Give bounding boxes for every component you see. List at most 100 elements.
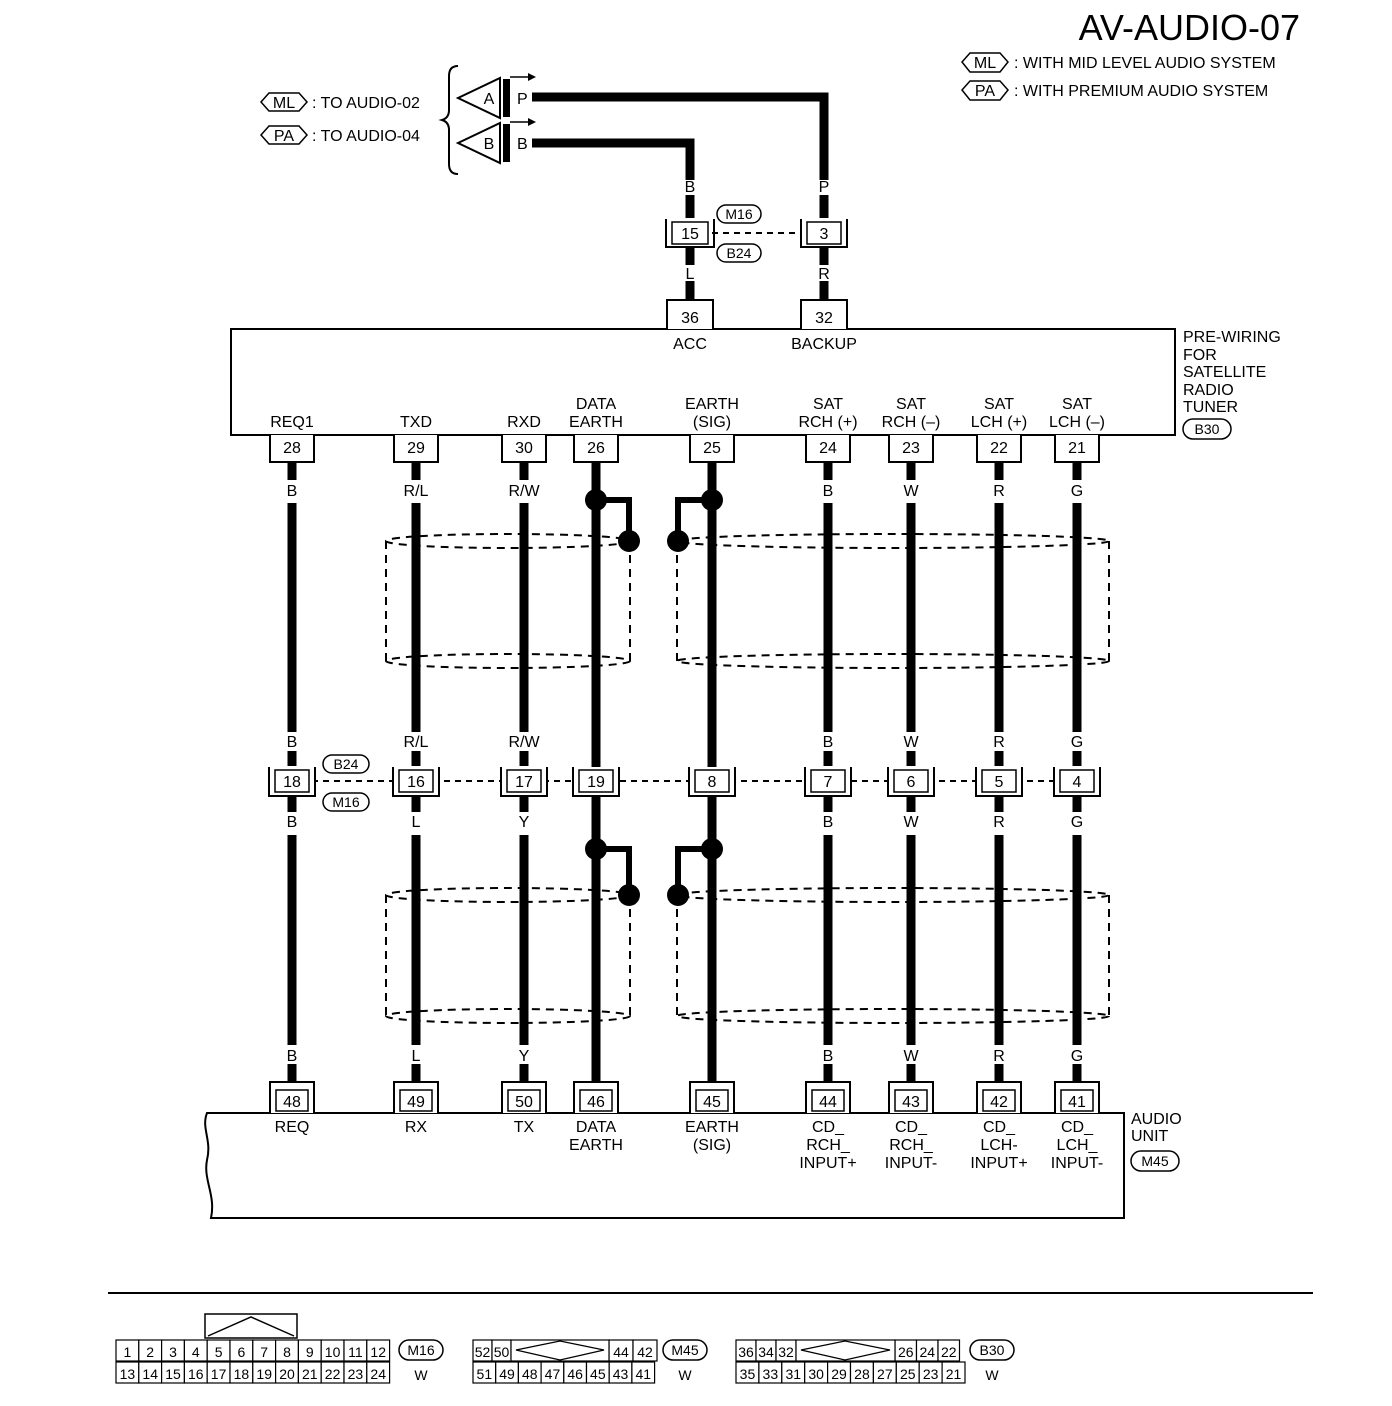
wire-color: B bbox=[287, 734, 298, 751]
tuner-pin-26 bbox=[573, 435, 619, 463]
svg-text:32: 32 bbox=[815, 310, 833, 327]
svg-text:ML: ML bbox=[974, 55, 996, 72]
wire-color: B bbox=[823, 483, 834, 500]
audio-unit-label: AUDIO UNIT bbox=[1131, 1111, 1182, 1145]
m16-cell-number: 14 bbox=[142, 1366, 158, 1382]
wire-color: Y bbox=[519, 1048, 530, 1065]
audio-pin-name-line2: RCH_ bbox=[889, 1137, 934, 1154]
connector-tag-b24-mid: B24 bbox=[322, 754, 370, 774]
joint-pin-box bbox=[810, 769, 846, 793]
tuner-pin-name-line1: SAT bbox=[1062, 396, 1092, 413]
b30-cell-number: 32 bbox=[778, 1344, 794, 1360]
tuner-pin-number: 29 bbox=[407, 440, 425, 457]
audio-pin-number: 50 bbox=[515, 1094, 533, 1111]
joint-pin-box bbox=[981, 769, 1017, 793]
wire-color: B bbox=[823, 814, 834, 831]
audio-pin-box bbox=[579, 1089, 613, 1112]
wire-color-backup-upper: P bbox=[819, 179, 830, 196]
m45-cell-number: 41 bbox=[635, 1366, 651, 1382]
wire-color: W bbox=[903, 483, 919, 500]
svg-text:: WITH MID LEVEL AUDIO SYSTEM: : WITH MID LEVEL AUDIO SYSTEM bbox=[1014, 55, 1276, 72]
svg-text:B24: B24 bbox=[727, 245, 752, 261]
tuner-pin-24 bbox=[805, 435, 851, 463]
tuner-pin-25 bbox=[689, 435, 735, 463]
tuner-pin-name-line2: EARTH bbox=[569, 414, 623, 431]
b30-cell-number: 22 bbox=[941, 1344, 957, 1360]
connector-face-tag-m16 bbox=[398, 1339, 444, 1361]
svg-text:M16: M16 bbox=[725, 206, 752, 222]
connector-tag-b24-top: B24 bbox=[716, 243, 762, 263]
wire-color: L bbox=[412, 1048, 421, 1065]
shield-upper-right bbox=[676, 533, 1110, 669]
wire-color: B bbox=[287, 814, 298, 831]
b30-cell-number: 28 bbox=[854, 1366, 870, 1382]
audio-pin-name-line1: CD_ bbox=[1061, 1119, 1094, 1136]
audio-pin-box bbox=[982, 1089, 1016, 1112]
svg-text:B24: B24 bbox=[334, 756, 359, 772]
connector-face-tag-b30-label: B30 bbox=[980, 1342, 1005, 1358]
circuit-group: 28REQ1BBBB1848REQ29TXDR/LR/LLL1649RX30RX… bbox=[268, 396, 1105, 1172]
svg-text:M16: M16 bbox=[332, 794, 359, 810]
wire-color: R/L bbox=[404, 483, 429, 500]
svg-text:: WITH PREMIUM AUDIO SYSTEM: : WITH PREMIUM AUDIO SYSTEM bbox=[1014, 83, 1268, 100]
audio-pin-name-line2: LCH- bbox=[980, 1137, 1017, 1154]
joint-pin-box bbox=[274, 769, 310, 793]
audio-pin-box bbox=[275, 1089, 309, 1112]
joint-pin-number: 18 bbox=[283, 774, 301, 791]
tuner-pin-name-line2: LCH (–) bbox=[1049, 414, 1105, 431]
tuner-pin-name-line2: RXD bbox=[507, 414, 541, 431]
tuner-pin-name-line1: SAT bbox=[813, 396, 843, 413]
m16-cell-number: 1 bbox=[124, 1344, 132, 1360]
joint-pin-number: 8 bbox=[708, 774, 717, 791]
shield-lower-right bbox=[676, 887, 1110, 1024]
wire-color: B bbox=[823, 734, 834, 751]
audio-pin-number: 48 bbox=[283, 1094, 301, 1111]
svg-text:SATELLITE: SATELLITE bbox=[1183, 364, 1266, 381]
connection-arrow-a: A P bbox=[455, 73, 536, 120]
b30-cell bbox=[937, 1339, 961, 1362]
wire-color: G bbox=[1071, 1048, 1083, 1065]
svg-text:P: P bbox=[517, 91, 528, 108]
m16-cell-number: 20 bbox=[279, 1366, 295, 1382]
wire-color: W bbox=[903, 734, 919, 751]
audio-pin-number: 44 bbox=[819, 1094, 837, 1111]
tuner-pin-30 bbox=[501, 435, 547, 463]
b30-key bbox=[795, 1339, 896, 1362]
connector-tag-m45: M45 bbox=[1130, 1150, 1180, 1172]
audio-pin-number: 41 bbox=[1068, 1094, 1086, 1111]
audio-pin-number: 49 bbox=[407, 1094, 425, 1111]
audio-pin-name-line2: LCH_ bbox=[1057, 1137, 1099, 1154]
b30-cell bbox=[941, 1361, 966, 1384]
connection-arrow-b: B B bbox=[455, 118, 536, 165]
b30-cell-number: 27 bbox=[877, 1366, 893, 1382]
joint-pin-number: 7 bbox=[824, 774, 833, 791]
legend-pa: PA : WITH PREMIUM AUDIO SYSTEM bbox=[961, 80, 1268, 101]
wire-color: G bbox=[1071, 814, 1083, 831]
tuner-pin-name-line1: EARTH bbox=[685, 396, 739, 413]
wire-color: R bbox=[993, 483, 1005, 500]
m16-cell-number: 4 bbox=[192, 1344, 200, 1360]
m16-cell-number: 15 bbox=[165, 1366, 181, 1382]
svg-text:B30: B30 bbox=[1195, 421, 1220, 437]
connector-face-tag-m45-color: W bbox=[678, 1367, 692, 1383]
wire-color: R bbox=[993, 814, 1005, 831]
m16-cell bbox=[366, 1361, 391, 1384]
joint-pin-box bbox=[893, 769, 929, 793]
wire-color: B bbox=[287, 483, 298, 500]
connector-face-tag-b30 bbox=[969, 1339, 1015, 1361]
audio-pin-name-line2: (SIG) bbox=[693, 1137, 731, 1154]
tuner-pin-name-line2: LCH (+) bbox=[971, 414, 1027, 431]
m16-latch bbox=[204, 1313, 298, 1339]
tuner-pin-number: 24 bbox=[819, 440, 837, 457]
m16-cell-number: 5 bbox=[215, 1344, 223, 1360]
m16-cell-number: 23 bbox=[348, 1366, 364, 1382]
connector-tag-m16-mid: M16 bbox=[322, 792, 370, 812]
tuner-pin-29 bbox=[393, 435, 439, 463]
m45-cell-number: 47 bbox=[545, 1366, 561, 1382]
